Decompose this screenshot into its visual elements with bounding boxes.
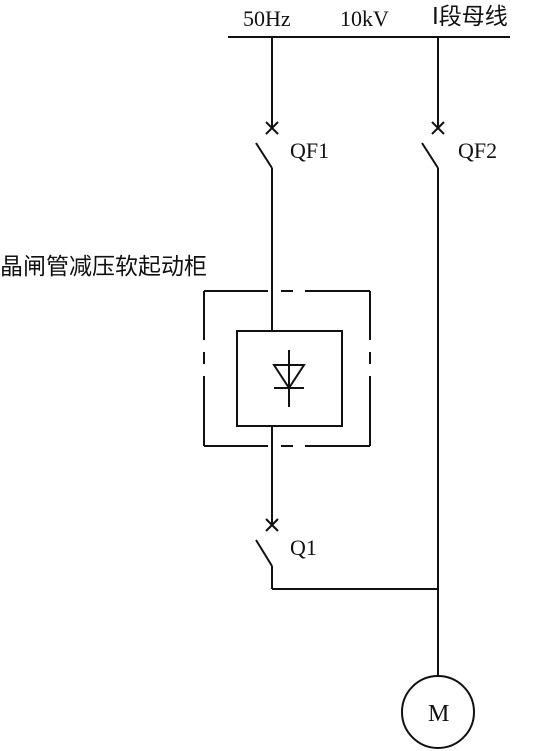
- motor-label: M: [428, 701, 450, 727]
- q1-switch-blade: [255, 539, 273, 567]
- qf2-switch-blade: [421, 142, 439, 169]
- busbar-name-label: I段母线: [432, 4, 508, 30]
- cabinet-outer-frame: [203, 290, 371, 447]
- qf2-trip-cross-icon: [431, 121, 445, 135]
- bus-frequency-label: 50Hz: [243, 6, 291, 31]
- q1-trip-cross-icon: [265, 518, 279, 532]
- motor-symbol: [401, 675, 475, 749]
- cabinet-label: 晶闸管减压软起动柜: [0, 254, 207, 280]
- q1-label: Q1: [290, 535, 317, 560]
- soft-starter-box: [236, 330, 343, 427]
- qf1-switch-blade: [255, 142, 273, 169]
- qf1-label: QF1: [290, 138, 330, 163]
- bus-voltage-label: 10kV: [340, 6, 389, 31]
- qf1-trip-cross-icon: [265, 121, 279, 135]
- qf2-label: QF2: [458, 138, 498, 163]
- thyristor-icon: [272, 350, 306, 407]
